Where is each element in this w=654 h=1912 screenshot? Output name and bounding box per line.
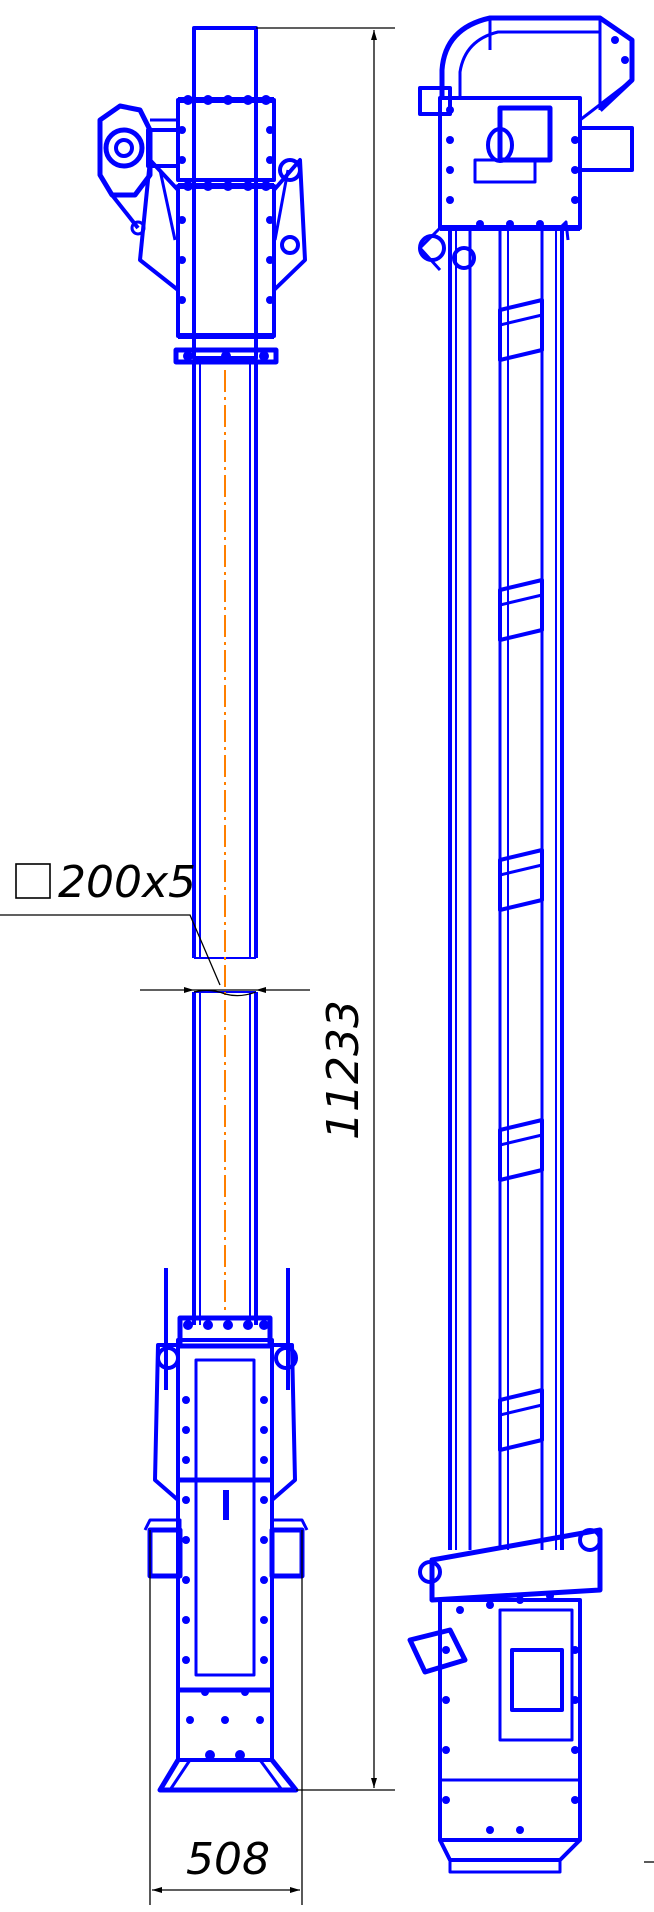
bucket [498, 848, 544, 912]
drive-motor [97, 103, 180, 236]
side-casing [448, 228, 564, 1550]
break-line [193, 989, 257, 997]
buckets [498, 298, 544, 1452]
side-boot-bolts [442, 1592, 579, 1834]
width-dimension: 508 [186, 1834, 270, 1885]
boot-section [143, 1268, 309, 1793]
bucket [498, 1388, 544, 1452]
lower-shaft-tube [192, 991, 258, 1325]
section-label: 200x5 [58, 857, 196, 908]
side-head-section [418, 15, 635, 272]
square-section-symbol [15, 863, 51, 899]
side-boot-section [407, 1527, 603, 1874]
head-bolts [178, 95, 274, 361]
bucket [498, 1118, 544, 1182]
front-view [97, 26, 309, 1793]
upper-shaft-tube [192, 362, 258, 959]
side-view [407, 15, 635, 1874]
dimensions [0, 27, 395, 1905]
boot-bolts [182, 1320, 269, 1760]
height-dimension: 11233 [318, 1000, 369, 1140]
side-head-bolts [446, 36, 629, 228]
section-leader [0, 914, 221, 986]
head-section [138, 26, 307, 365]
bucket [498, 298, 544, 362]
bucket [498, 578, 544, 642]
